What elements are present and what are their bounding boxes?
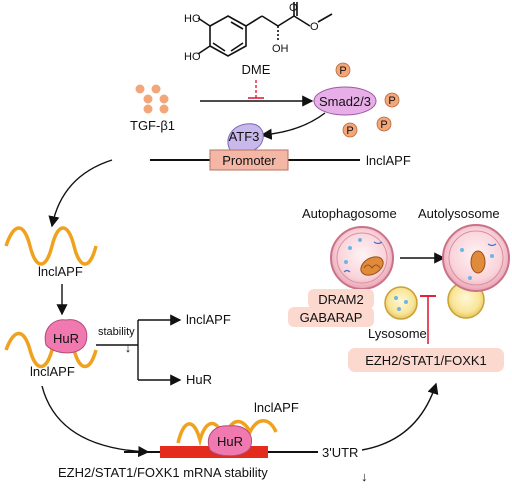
dram2-label: DRAM2	[318, 292, 364, 307]
phospho-1-label: P	[339, 65, 346, 77]
atom-ho-top: HO	[184, 13, 201, 25]
lnclapf-label-2: lnclAPF	[30, 364, 75, 379]
lnclapf-rna-1	[4, 226, 98, 266]
smad-shape	[313, 86, 377, 116]
phospho-1	[335, 62, 351, 78]
autophagosome-label: Autophagosome	[302, 206, 397, 221]
autolysosome-label: Autolysosome	[418, 206, 500, 221]
stability-down-symbol: ↓	[125, 340, 132, 355]
hur-shape-1	[44, 319, 88, 354]
phospho-groups: P P P P	[335, 62, 400, 138]
smad-to-atf3-arrow	[260, 112, 326, 140]
hur-shape-bottom	[208, 425, 252, 457]
lysosome	[384, 286, 418, 320]
atom-o-carbonyl: O	[289, 2, 298, 14]
hur-label-bottom: HuR	[217, 434, 243, 449]
promoter-label: Promoter	[222, 153, 276, 168]
smad-label: Smad2/3	[319, 94, 371, 109]
gene-label: lnclAPF	[366, 153, 411, 168]
phospho-3	[342, 122, 358, 138]
lnclapf-label-1: lnclAPF	[38, 264, 83, 279]
dme-label: DME	[242, 62, 271, 77]
dme-molecule	[197, 2, 333, 57]
phospho-2-label: P	[388, 95, 395, 107]
atom-oh: OH	[272, 43, 289, 55]
atom-o-ester: O	[310, 21, 319, 33]
utr-to-ezh2-arrow	[361, 382, 439, 451]
ezh2-label: EZH2/STAT1/FOXK1	[365, 353, 487, 368]
phospho-4-label: P	[380, 119, 387, 131]
branch-bottom-label: HuR	[186, 372, 212, 387]
hur-label-1: HuR	[53, 331, 79, 346]
phospho-3-label: P	[346, 125, 353, 137]
mrna-stability-label: EZH2/STAT1/FOXK1 mRNA stability	[58, 465, 268, 480]
rna-to-utr-arrow	[41, 385, 150, 458]
autolysosome-cell	[442, 224, 510, 319]
transcription-arrow	[48, 159, 113, 228]
ezh2-box	[348, 348, 504, 372]
utr-label: 3'UTR	[322, 445, 358, 460]
branch-top-label: lnclAPF	[186, 312, 231, 327]
stability-label: stability	[98, 326, 135, 338]
tgf-dots	[135, 84, 169, 114]
benzene-ring	[209, 15, 247, 57]
atom-ho-bottom: HO	[184, 51, 201, 63]
lysosome-label: Lysosome	[368, 326, 427, 341]
mitochondrion-2	[470, 250, 486, 274]
gabarap-label: GABARAP	[300, 310, 363, 325]
tgf-label: TGF-β1	[130, 118, 175, 133]
mitochondrion-1	[360, 256, 384, 276]
promoter-box	[209, 149, 289, 171]
phospho-2	[384, 92, 400, 108]
atf3-label: ATF3	[229, 129, 260, 144]
dram2-box	[308, 289, 374, 309]
phospho-4	[376, 116, 392, 132]
mrna-down-symbol: ↓	[361, 469, 368, 484]
autophagosome-cell	[330, 226, 394, 290]
lnclapf-label-bottom: lnclAPF	[254, 400, 299, 415]
gabarap-box	[288, 307, 374, 327]
